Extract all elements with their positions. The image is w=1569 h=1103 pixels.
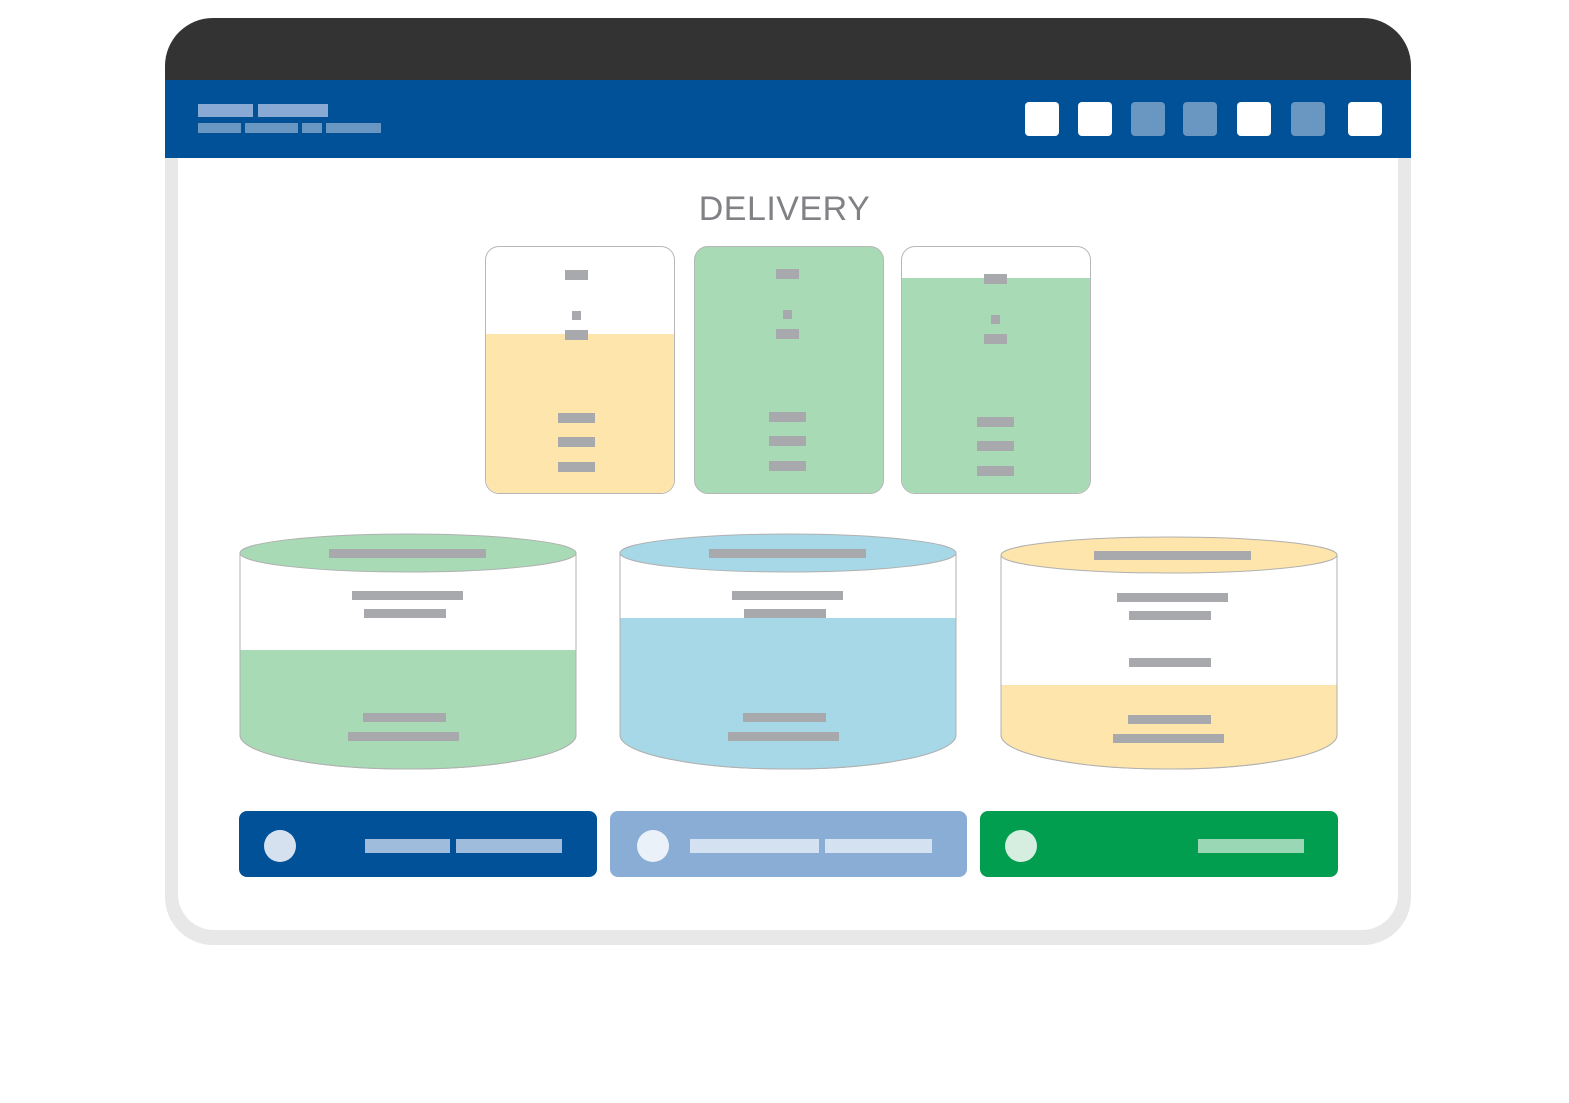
- header-button-7[interactable]: [1348, 102, 1382, 136]
- status-bar-2[interactable]: [610, 811, 967, 877]
- tank-text-placeholder: [1117, 593, 1228, 602]
- tank-text-placeholder: [1128, 715, 1211, 724]
- tank-text-placeholder: [1129, 611, 1211, 620]
- card-text-placeholder: [776, 329, 799, 339]
- status-text-placeholder: [825, 839, 932, 853]
- status-bar-3[interactable]: [980, 811, 1338, 877]
- card-text-placeholder: [558, 462, 595, 472]
- header-button-3[interactable]: [1131, 102, 1165, 136]
- status-dot: [1005, 830, 1037, 862]
- card-text-placeholder: [565, 330, 588, 340]
- status-bar-1[interactable]: [239, 811, 597, 877]
- tank-fill: [1001, 685, 1337, 769]
- card-text-placeholder: [769, 461, 806, 471]
- tank-label-placeholder: [709, 549, 866, 558]
- card-text-placeholder: [984, 334, 1007, 344]
- tank-fill: [240, 650, 576, 769]
- header-button-6[interactable]: [1291, 102, 1325, 136]
- tank-2[interactable]: [619, 533, 957, 770]
- delivery-card-2[interactable]: [694, 246, 884, 494]
- tank-label-placeholder: [1094, 551, 1251, 560]
- card-text-placeholder: [565, 270, 588, 280]
- app-screen: [178, 80, 1398, 930]
- tank-text-placeholder: [732, 591, 843, 600]
- tank-text-placeholder: [352, 591, 463, 600]
- tank-text-placeholder: [363, 713, 446, 722]
- header-button-1[interactable]: [1025, 102, 1059, 136]
- tank-text-placeholder: [348, 732, 459, 741]
- subtitle-placeholder: [198, 123, 241, 133]
- card-text-placeholder: [558, 437, 595, 447]
- card-text-placeholder: [991, 315, 1000, 324]
- tank-text-placeholder: [728, 732, 839, 741]
- header-button-4[interactable]: [1183, 102, 1217, 136]
- tank-label-placeholder: [329, 549, 486, 558]
- tank-text-placeholder: [1113, 734, 1224, 743]
- page-title: DELIVERY: [698, 190, 871, 228]
- card-text-placeholder: [769, 436, 806, 446]
- status-text-placeholder: [365, 839, 450, 853]
- card-text-placeholder: [558, 413, 595, 423]
- header-button-5[interactable]: [1237, 102, 1271, 136]
- card-text-placeholder: [769, 412, 806, 422]
- status-text-placeholder: [1198, 839, 1304, 853]
- logo-placeholder: [258, 104, 328, 117]
- card-text-placeholder: [776, 269, 799, 279]
- tank-text-placeholder: [743, 713, 826, 722]
- tank-fill: [620, 618, 956, 769]
- status-dot: [264, 830, 296, 862]
- subtitle-placeholder: [326, 123, 381, 133]
- card-text-placeholder: [572, 311, 581, 320]
- status-dot: [637, 830, 669, 862]
- logo-placeholder: [198, 104, 253, 117]
- subtitle-placeholder: [302, 123, 322, 133]
- tank-text-placeholder: [744, 609, 826, 618]
- card-text-placeholder: [977, 417, 1014, 427]
- card-text-placeholder: [977, 466, 1014, 476]
- window-top-bar: [165, 18, 1411, 80]
- card-text-placeholder: [984, 274, 1007, 284]
- tank-text-placeholder: [1129, 658, 1211, 667]
- status-text-placeholder: [456, 839, 562, 853]
- subtitle-placeholder: [245, 123, 298, 133]
- header-button-2[interactable]: [1078, 102, 1112, 136]
- tank-text-placeholder: [364, 609, 446, 618]
- status-text-placeholder: [690, 839, 819, 853]
- card-text-placeholder: [977, 441, 1014, 451]
- card-text-placeholder: [783, 310, 792, 319]
- delivery-card-fill: [902, 278, 1090, 493]
- delivery-card-3[interactable]: [901, 246, 1091, 494]
